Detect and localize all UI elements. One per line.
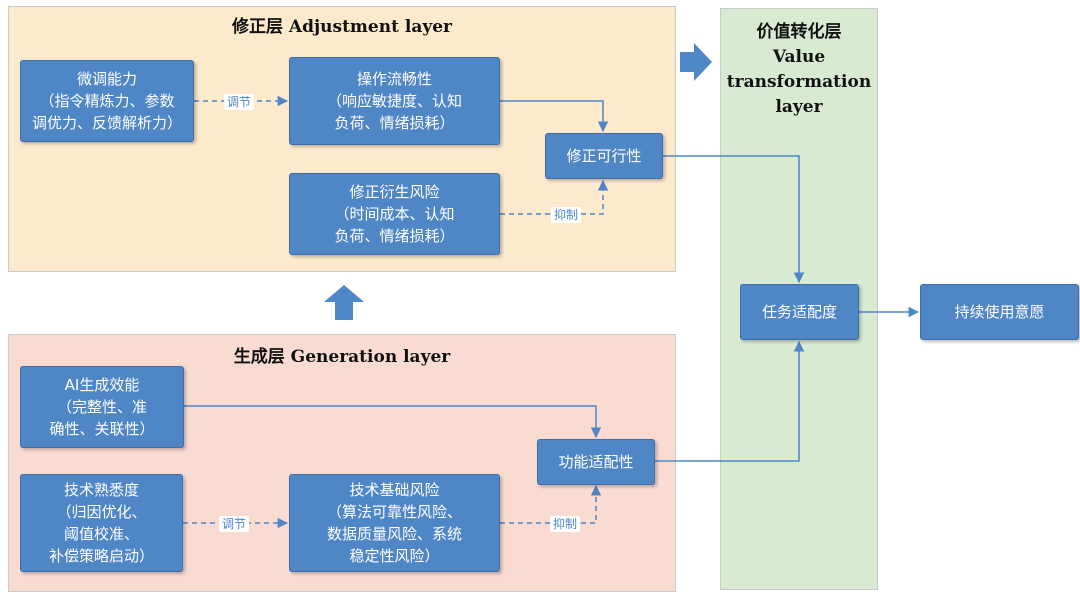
edge-label-suppress: 抑制 <box>550 516 581 532</box>
node-text-line: 修正可行性 <box>566 147 642 165</box>
edge-ai-efficacy-to-functional-fit <box>184 405 602 439</box>
node-correction-risk: 修正衍生风险 （时间成本、认知 负荷、情绪损耗） <box>289 173 500 255</box>
node-text-line: 负荷、情绪损耗） <box>334 114 455 132</box>
node-continuance-intention: 持续使用意愿 <box>920 284 1079 340</box>
node-text-line: （响应敏捷度、认知 <box>326 92 462 110</box>
node-text-line: （算法可靠性风险、 <box>326 503 462 521</box>
node-text-line: 修正衍生风险 <box>349 183 440 201</box>
node-text-line: （指令精炼力、参数 <box>39 92 175 110</box>
node-text-line: 确性、关联性） <box>49 420 155 438</box>
node-task-fit: 任务适配度 <box>740 284 859 340</box>
node-text-line: 补偿策略启动） <box>48 547 154 565</box>
node-text-line: 调优力、反馈解析力） <box>31 114 182 132</box>
node-text-line: 稳定性风险） <box>349 547 440 565</box>
value-layer-title-line: 价值转化层 <box>756 22 842 42</box>
node-operation-fluency: 操作流畅性 （响应敏捷度、认知 负荷、情绪损耗） <box>289 57 500 145</box>
edge-label-suppress: 抑制 <box>551 207 582 223</box>
value-layer-title-line: Value <box>772 47 826 67</box>
generation-layer-title: 生成层 Generation layer <box>233 347 451 367</box>
node-correction-feasibility: 修正可行性 <box>545 133 663 179</box>
node-text-line: 数据质量风险、系统 <box>326 525 462 543</box>
node-text-line: 负荷、情绪损耗） <box>334 227 455 245</box>
node-ai-efficacy: AI生成效能 （完整性、准 确性、关联性） <box>20 366 184 448</box>
node-text-line: 功能适配性 <box>558 453 634 471</box>
node-text-line: （归因优化、 <box>56 503 147 521</box>
node-text-line: 持续使用意愿 <box>954 303 1045 321</box>
edge-feasibility-to-task-fit <box>663 155 805 284</box>
node-text-line: 操作流畅性 <box>356 70 432 88</box>
edge-label-regulate: 调节 <box>224 94 255 110</box>
edge-label-regulate: 调节 <box>219 516 250 532</box>
node-text-line: （时间成本、认知 <box>334 205 455 223</box>
value-layer-title-line: layer <box>775 97 823 117</box>
adjustment-layer-title: 修正层 Adjustment layer <box>232 17 452 37</box>
up-arrow-icon <box>324 285 364 320</box>
node-tech-risk: 技术基础风险 （算法可靠性风险、 数据质量风险、系统 稳定性风险） <box>289 474 500 572</box>
node-text-line: 微调能力 <box>76 70 137 88</box>
value-layer-title-line: transformation <box>726 72 872 92</box>
node-tech-familiarity: 技术熟悉度 （归因优化、 阈值校准、 补偿策略启动） <box>20 474 183 572</box>
node-functional-fit: 功能适配性 <box>537 439 655 485</box>
value-layer-title: 价值转化层 Value transformation layer <box>720 20 878 120</box>
node-text-line: 任务适配度 <box>761 303 837 321</box>
edge-fluency-to-feasibility <box>500 100 609 133</box>
node-text-line: 阈值校准、 <box>63 525 139 543</box>
edge-tech-risk-to-functional-fit <box>500 484 602 524</box>
edge-risk-to-feasibility <box>500 179 609 215</box>
node-text-line: AI生成效能 <box>64 376 140 394</box>
node-text-line: 技术基础风险 <box>349 481 440 499</box>
right-arrow-icon <box>680 43 712 81</box>
edge-functional-fit-to-task-fit <box>655 340 805 462</box>
node-fine-tuning: 微调能力 （指令精炼力、参数 调优力、反馈解析力） <box>20 60 194 142</box>
node-text-line: （完整性、准 <box>56 398 147 416</box>
node-text-line: 技术熟悉度 <box>63 481 139 499</box>
